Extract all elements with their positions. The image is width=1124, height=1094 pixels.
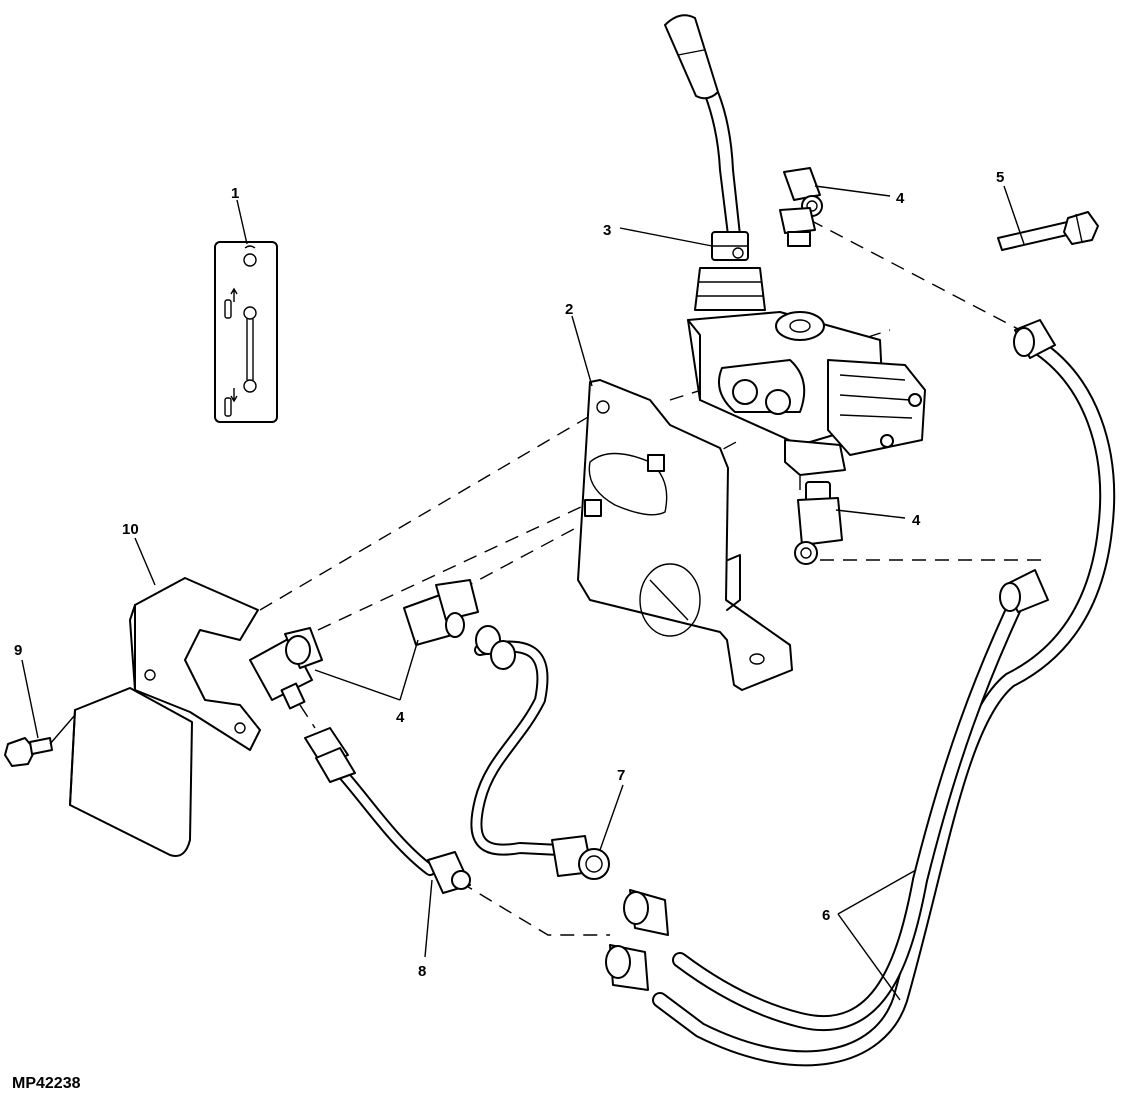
hydraulic-hose-icon xyxy=(605,319,1116,1067)
mounting-bracket-icon xyxy=(577,379,793,691)
callout-6: 6 xyxy=(822,907,830,924)
callout-10: 10 xyxy=(122,521,139,538)
control-valve-icon xyxy=(664,14,926,476)
callout-4-left: 4 xyxy=(396,709,405,726)
adapter-fitting-icon xyxy=(470,625,610,880)
callout-4-top: 4 xyxy=(896,190,905,207)
bolt-icon xyxy=(997,211,1099,251)
callout-labels: 1 2 3 4 4 4 5 6 7 8 9 10 xyxy=(14,169,1004,980)
callout-1: 1 xyxy=(231,185,239,202)
figure-code: MP42238 xyxy=(12,1075,81,1092)
leader-lines xyxy=(21,185,1025,1001)
callout-2: 2 xyxy=(565,301,573,318)
shield-icon xyxy=(69,577,261,857)
tube-fitting-icon xyxy=(304,727,471,894)
callout-8: 8 xyxy=(418,963,426,980)
callout-4-middle: 4 xyxy=(912,512,921,529)
cap-screw-icon xyxy=(4,714,76,767)
callout-5: 5 xyxy=(996,169,1004,186)
callout-7: 7 xyxy=(617,767,625,784)
decal-icon xyxy=(214,241,278,423)
elbow-fitting-icon xyxy=(249,167,843,710)
callout-9: 9 xyxy=(14,642,22,659)
callout-3: 3 xyxy=(603,222,611,239)
